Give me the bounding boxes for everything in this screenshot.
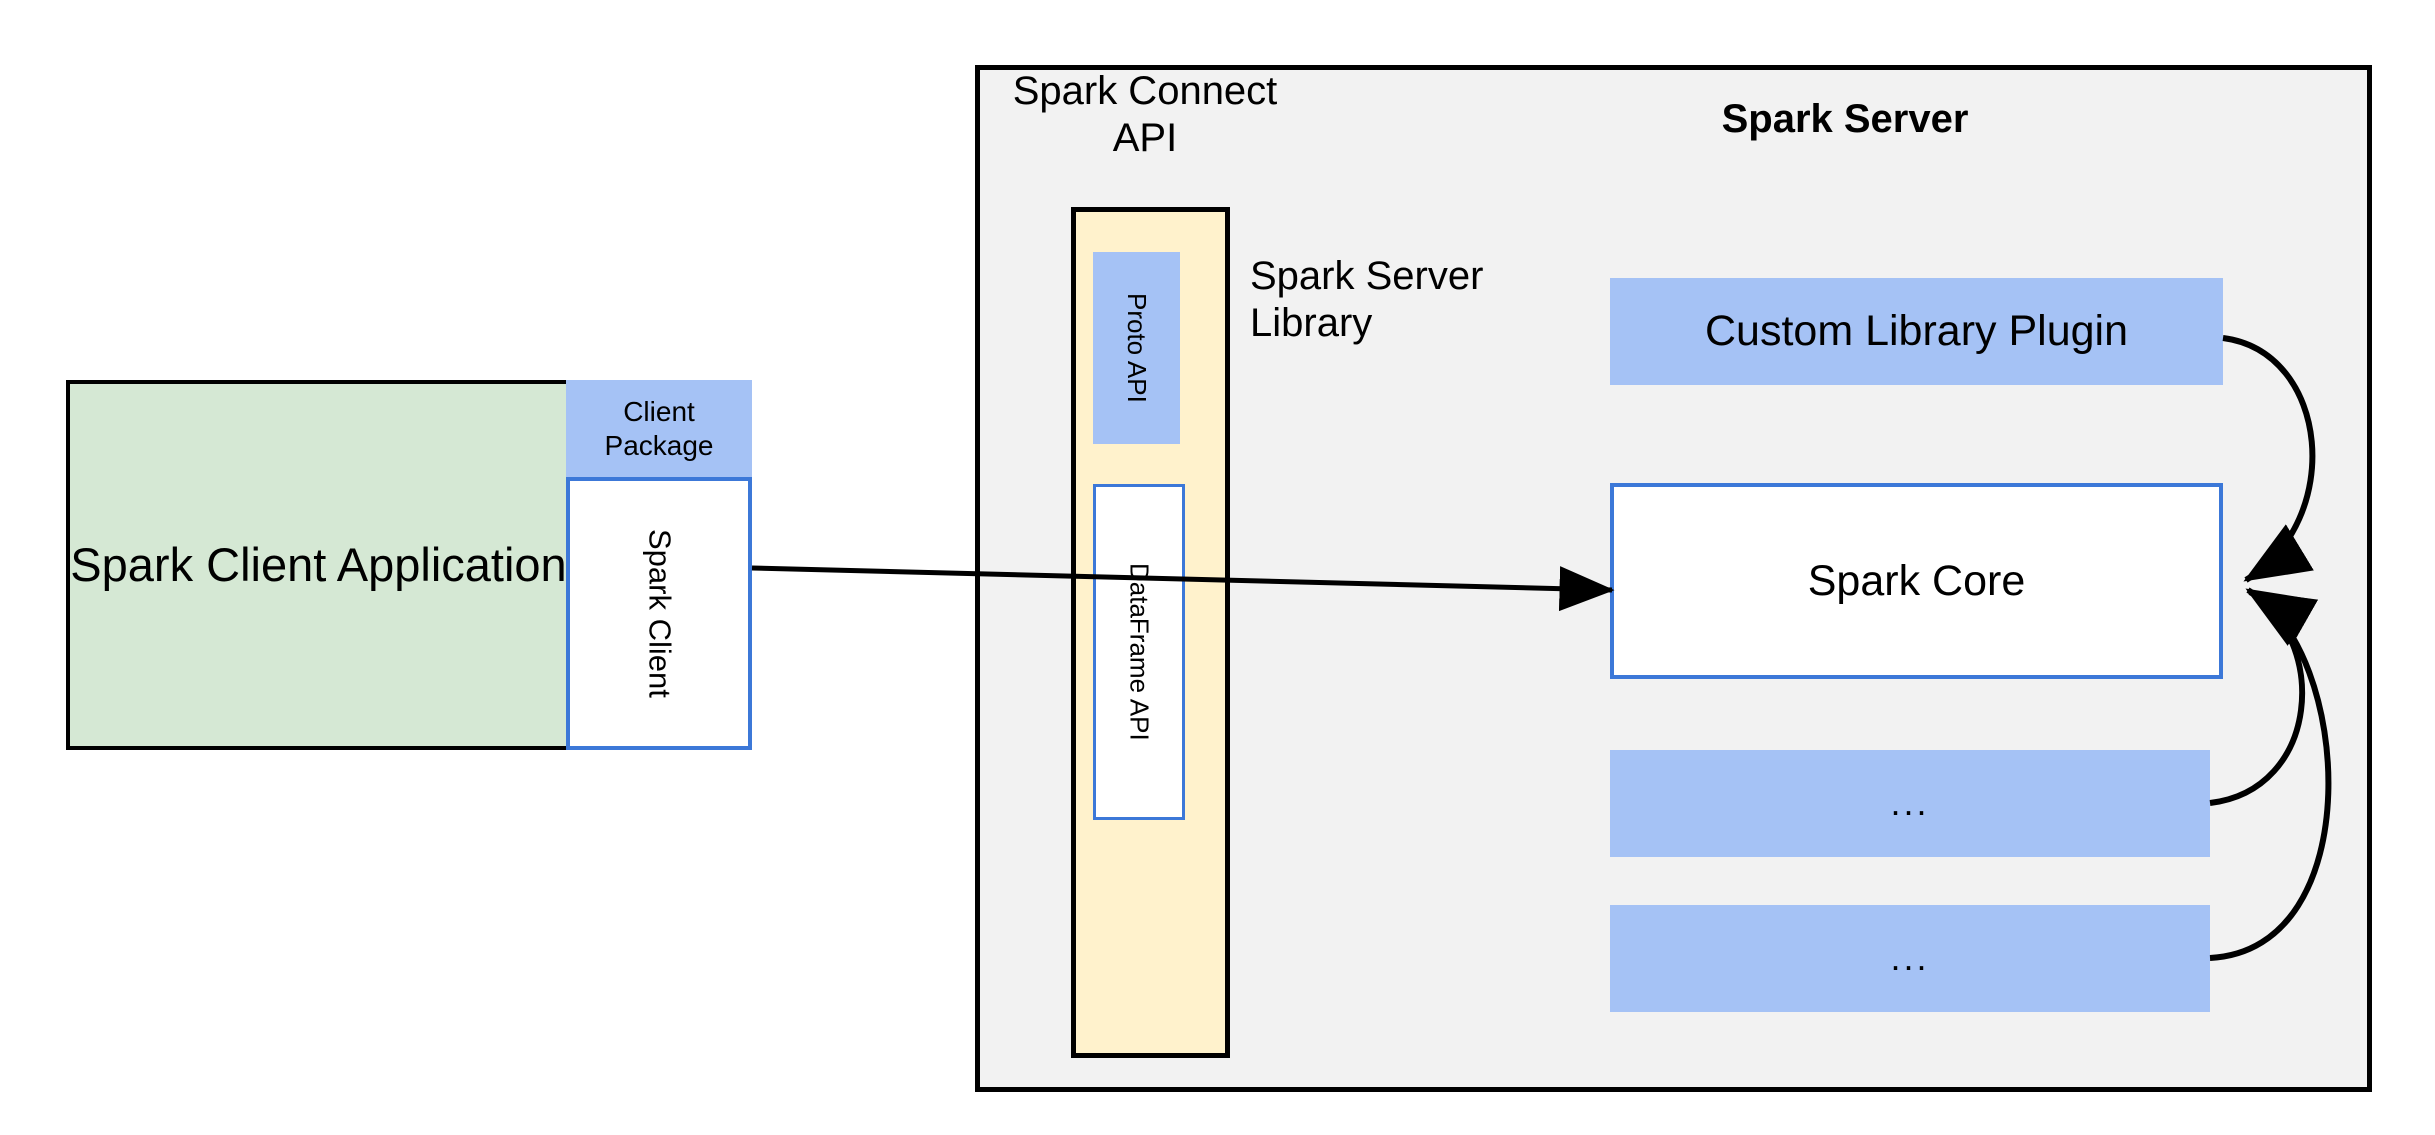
spark-connect-api-label-line2: API: [1112, 116, 1178, 160]
spark-server-library-label-line1: Spark Server: [1250, 253, 1484, 298]
dataframe-api-box[interactable]: DataFrame API: [1093, 484, 1185, 820]
spark-server-library-label-line2: Library: [1250, 301, 1373, 345]
spark-core-box[interactable]: Spark Core: [1610, 483, 2223, 679]
spark-client-box[interactable]: Spark Client: [566, 477, 752, 750]
ellipsis-box-2[interactable]: ...: [1610, 905, 2210, 1012]
custom-library-plugin-box[interactable]: Custom Library Plugin: [1610, 278, 2223, 385]
spark-server-title: Spark Server: [1721, 97, 1969, 142]
client-package-label-line2: Package: [604, 429, 714, 461]
spark-server-library-label: Spark Server Library: [1250, 245, 1530, 355]
ellipsis-box-1[interactable]: ...: [1610, 750, 2210, 857]
spark-client-application-box[interactable]: Spark Client Application: [66, 380, 571, 750]
spark-connect-api-label-line1: Spark Connect: [1012, 68, 1278, 113]
spark-client-label: Spark Client: [642, 529, 678, 698]
proto-api-box[interactable]: Proto API: [1093, 252, 1180, 444]
spark-connect-api-label: Spark Connect API: [1000, 60, 1290, 170]
client-package-box[interactable]: Client Package: [566, 380, 752, 477]
dataframe-api-label: DataFrame API: [1124, 563, 1155, 741]
proto-api-label: Proto API: [1121, 293, 1152, 403]
client-package-label-line1: Client: [623, 396, 695, 428]
